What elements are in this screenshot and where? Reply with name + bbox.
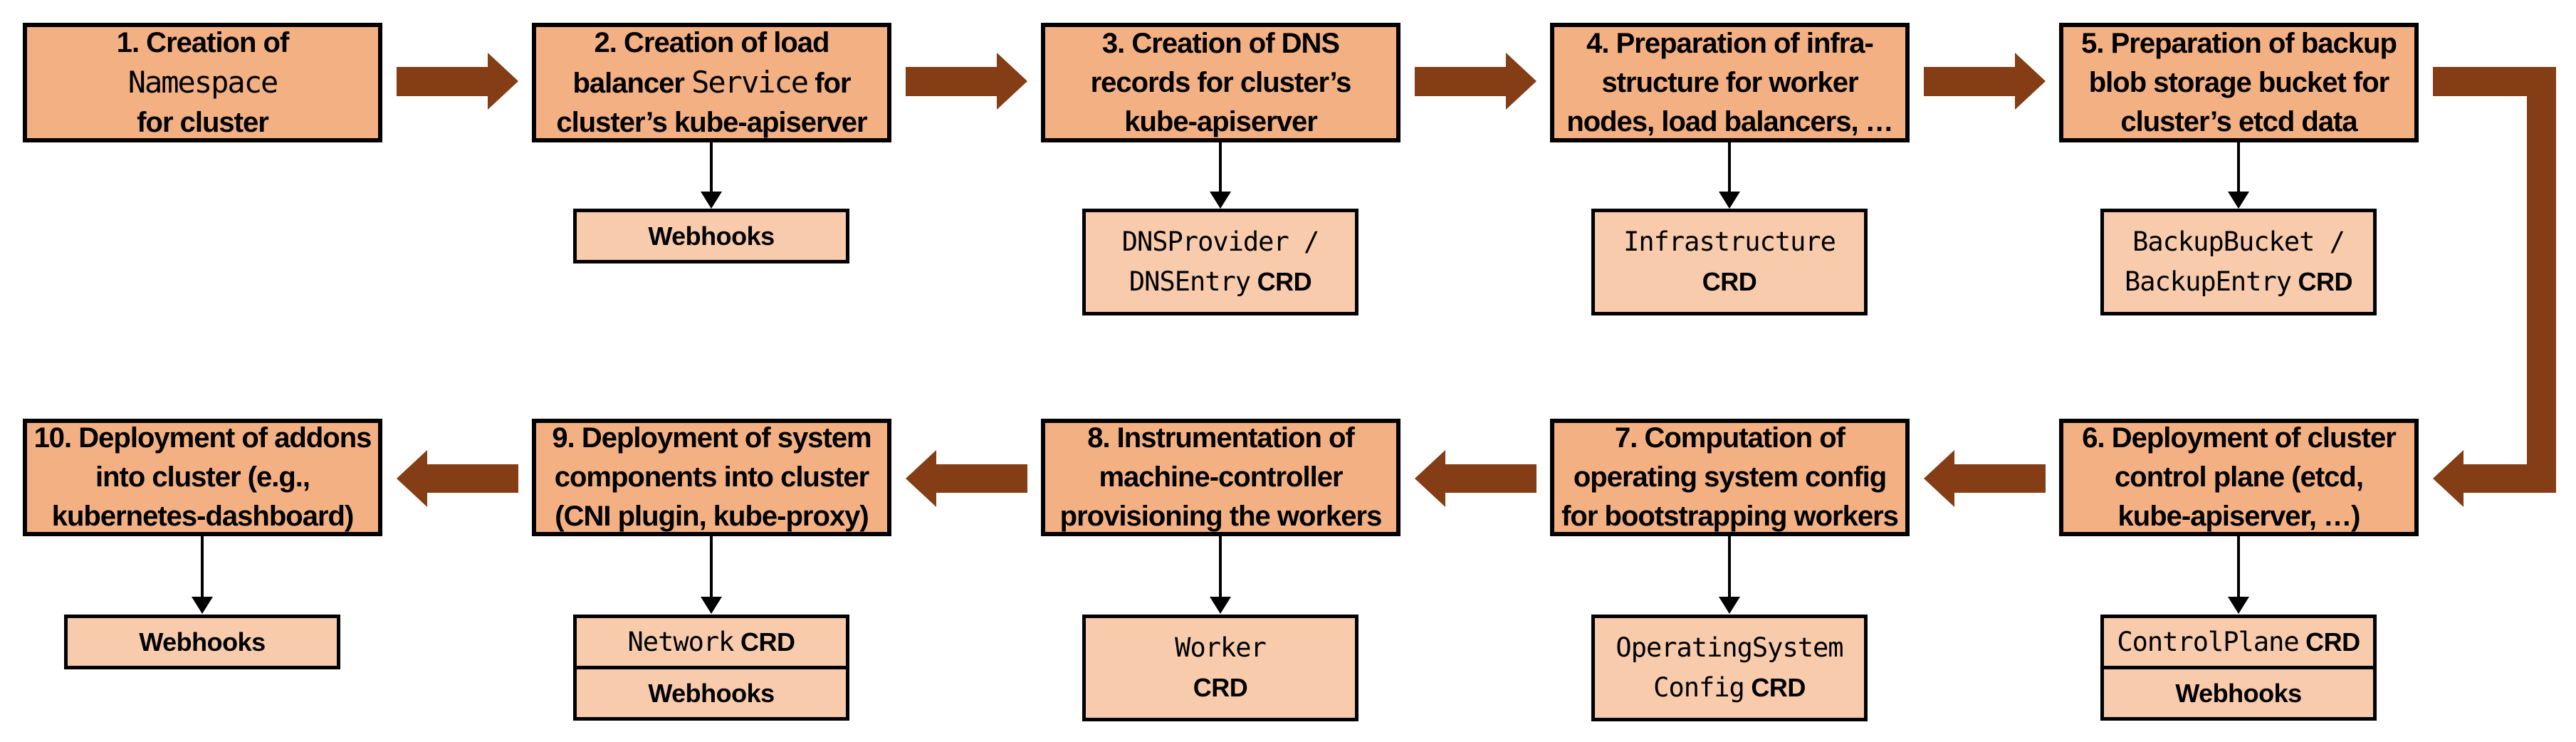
connector-step4-arrowhead	[1719, 192, 1740, 209]
step-10-line-2: into cluster (e.g.,	[95, 461, 310, 493]
flow-arrow-4-to-5	[1924, 53, 2046, 110]
step-8-line-3: provisioning the workers	[1059, 501, 1383, 532]
connector-step3-to-dns-crd	[1219, 142, 1222, 192]
connector-step9-to-network-crd	[710, 536, 713, 597]
connector-step2-arrowhead	[701, 192, 722, 209]
flow-arrow-3-to-4	[1415, 53, 1536, 110]
step-3-dns-crd-box: DNSProvider / DNSEntry CRD	[1082, 209, 1358, 315]
step-9-line-3: (CNI plugin, kube-proxy)	[555, 501, 869, 532]
connector-step10-to-webhooks	[201, 536, 204, 597]
flow-arrow-9-to-10	[397, 450, 518, 507]
flow-arrow-5-to-6-bottom-segment	[2464, 464, 2556, 493]
step-4-box: 4. Preparation of infra- structure for w…	[1550, 23, 1910, 142]
connector-step5-to-backup-crd	[2237, 142, 2240, 192]
step-4-line-1: 4. Preparation of infra-	[1586, 27, 1874, 59]
step-7-line-1: 7. Computation of	[1615, 422, 1845, 454]
connector-step9-arrowhead	[701, 597, 722, 614]
connector-step3-arrowhead	[1210, 192, 1231, 209]
worker-crd-line-2: CRD	[1193, 673, 1248, 702]
step-1-line-1: 1. Creation of	[116, 26, 290, 58]
step-2-line-2: balancer Service for	[572, 64, 851, 100]
step-10-webhooks-box: Webhooks	[64, 615, 340, 669]
step-5-backup-crd-box: BackupBucket / BackupEntry CRD	[2100, 209, 2377, 315]
osc-crd-line-2: Config CRD	[1653, 672, 1806, 703]
flow-arrow-5-to-6-arrowhead	[2433, 450, 2464, 507]
step-2-webhooks-box: Webhooks	[573, 209, 849, 263]
connector-step6-arrowhead	[2228, 597, 2249, 614]
step-9-line-2: components into cluster	[554, 461, 869, 493]
step-5-box: 5. Preparation of backup blob storage bu…	[2059, 23, 2419, 142]
step-2-line-1: 2. Creation of load	[594, 26, 830, 58]
step-1-line-3: for cluster	[137, 106, 269, 138]
connector-step4-to-infrastructure-crd	[1728, 142, 1731, 192]
step-6-line-2: control plane (etcd,	[2115, 461, 2364, 493]
connector-step6-to-controlplane-crd	[2237, 536, 2240, 597]
flow-arrow-1-to-2	[397, 53, 518, 110]
step-5-line-1: 5. Preparation of backup	[2081, 27, 2397, 59]
connector-step7-to-osc-crd	[1728, 536, 1731, 597]
step-6-controlplane-crd-box: ControlPlane CRD	[2100, 615, 2377, 669]
step-1-box: 1. Creation of Namespace for cluster	[23, 23, 382, 142]
webhooks-label: Webhooks	[648, 678, 775, 708]
webhooks-label: Webhooks	[648, 221, 775, 251]
connector-step5-arrowhead	[2228, 192, 2249, 209]
step-6-webhooks-box: Webhooks	[2100, 666, 2377, 721]
step-5-line-2: blob storage bucket for	[2088, 66, 2389, 98]
backup-crd-line-1: BackupBucket /	[2132, 226, 2345, 257]
step-9-webhooks-box: Webhooks	[573, 666, 849, 721]
step-2-box: 2. Creation of load balancer Service for…	[532, 23, 891, 142]
step-7-operatingsystemconfig-crd-box: OperatingSystem Config CRD	[1591, 615, 1868, 721]
webhooks-label: Webhooks	[139, 627, 266, 657]
flow-arrow-8-to-9	[906, 450, 1027, 507]
step-3-line-3: kube-apiserver	[1124, 105, 1318, 137]
connector-step7-arrowhead	[1719, 597, 1740, 614]
step-1-line-2: Namespace	[127, 64, 279, 100]
step-3-line-1: 3. Creation of DNS	[1101, 27, 1340, 59]
step-3-line-2: records for cluster’s	[1090, 66, 1352, 98]
dns-crd-line-1: DNSProvider /	[1121, 226, 1320, 257]
step-6-line-1: 6. Deployment of cluster	[2082, 422, 2397, 454]
step-7-line-2: operating system config	[1573, 461, 1887, 493]
step-9-line-1: 9. Deployment of system	[552, 422, 871, 454]
step-7-line-3: for bootstrapping workers	[1561, 501, 1899, 532]
connector-step8-to-worker-crd	[1219, 536, 1222, 597]
backup-crd-line-2: BackupEntry CRD	[2124, 266, 2353, 297]
network-crd-label: Network CRD	[627, 626, 795, 657]
step-10-box: 10. Deployment of addons into cluster (e…	[23, 419, 382, 536]
step-8-line-2: machine-controller	[1099, 461, 1343, 493]
step-4-infrastructure-crd-box: Infrastructure CRD	[1591, 209, 1868, 315]
step-6-line-3: kube-apiserver, …)	[2117, 501, 2361, 532]
flow-arrow-2-to-3	[906, 53, 1027, 110]
osc-crd-line-1: OperatingSystem	[1616, 632, 1843, 663]
connector-step10-arrowhead	[192, 597, 213, 614]
flow-arrow-5-to-6-vertical-segment	[2527, 67, 2556, 493]
step-9-box: 9. Deployment of system components into …	[532, 419, 891, 536]
step-6-box: 6. Deployment of cluster control plane (…	[2059, 419, 2419, 536]
step-5-line-3: cluster’s etcd data	[2120, 105, 2357, 137]
step-9-network-crd-box: Network CRD	[573, 615, 849, 669]
step-10-line-1: 10. Deployment of addons	[33, 422, 372, 454]
connector-step8-arrowhead	[1210, 597, 1231, 614]
step-4-line-2: structure for worker	[1601, 66, 1858, 98]
step-10-line-3: kubernetes-dashboard)	[51, 501, 355, 532]
step-7-box: 7. Computation of operating system confi…	[1550, 419, 1910, 536]
flow-arrow-6-to-7	[1924, 450, 2046, 507]
step-8-line-1: 8. Instrumentation of	[1087, 422, 1355, 454]
connector-step2-to-webhooks	[710, 142, 713, 192]
step-3-box: 3. Creation of DNS records for cluster’s…	[1041, 23, 1400, 142]
worker-crd-line-1: Worker	[1175, 632, 1267, 663]
step-2-line-3: cluster’s kube-apiserver	[556, 106, 867, 138]
controlplane-crd-label: ControlPlane CRD	[2117, 626, 2360, 657]
step-4-line-3: nodes, load balancers, …	[1566, 105, 1893, 137]
infrastructure-crd-line-2: CRD	[1702, 267, 1757, 296]
dns-crd-line-2: DNSEntry CRD	[1129, 266, 1312, 297]
infrastructure-crd-line-1: Infrastructure	[1623, 226, 1836, 257]
step-8-box: 8. Instrumentation of machine-controller…	[1041, 419, 1400, 536]
flow-arrow-7-to-8	[1415, 450, 1536, 507]
step-8-worker-crd-box: Worker CRD	[1082, 615, 1358, 721]
webhooks-label: Webhooks	[2175, 678, 2302, 708]
